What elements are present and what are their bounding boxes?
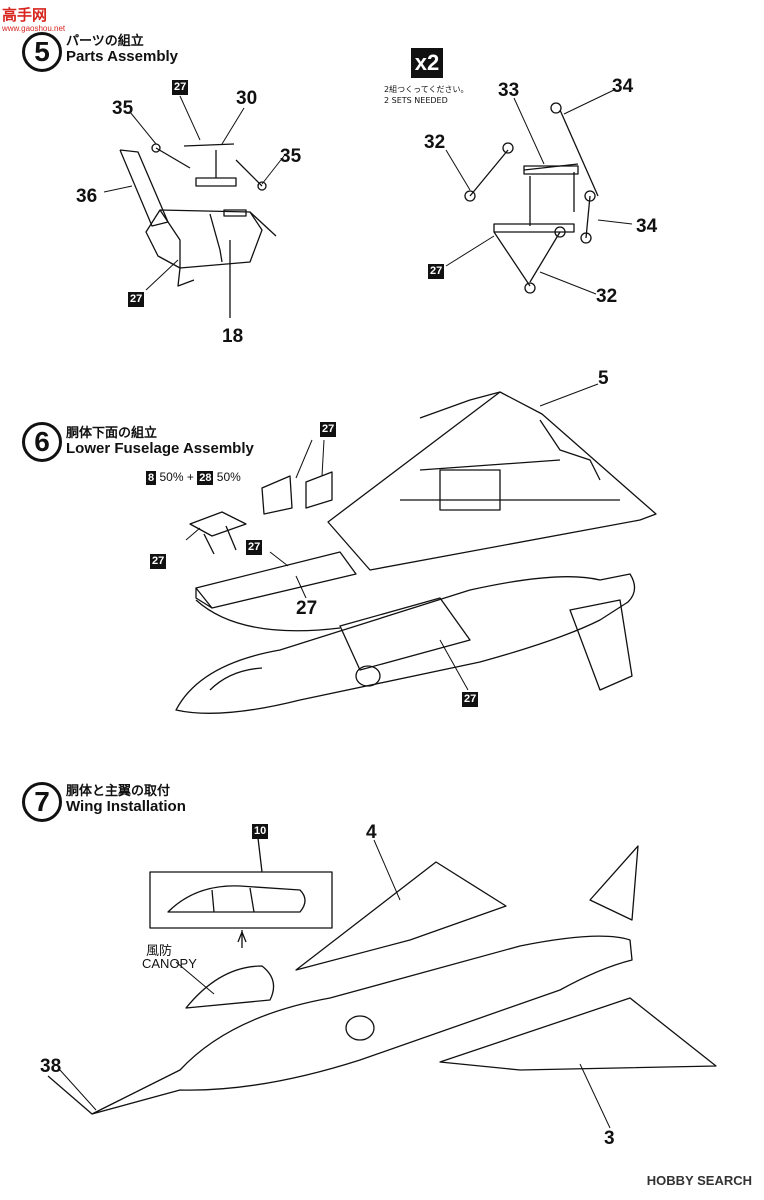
step6-wing xyxy=(327,391,657,571)
part-badge-27-g: 27 xyxy=(462,692,479,707)
color-badge-8: 8 xyxy=(146,471,157,485)
step6-title-jp: 胴体下面の組立 xyxy=(66,426,158,441)
callout-35-b: 35 xyxy=(280,146,302,167)
part-badge-27-b: 27 xyxy=(128,292,145,307)
step5-number: 5 xyxy=(22,32,62,72)
step5-title-jp: パーツの組立 xyxy=(66,34,144,49)
callout-34-b: 34 xyxy=(636,216,658,237)
canopy-label-jp: 風防 xyxy=(146,944,173,959)
color-pct-a: 50% xyxy=(159,470,184,484)
step5b-leader-lines xyxy=(445,89,633,295)
step7-title-jp: 胴体と主翼の取付 xyxy=(66,784,171,799)
part-badge-27-d: 27 xyxy=(320,422,337,437)
callout-34-a: 34 xyxy=(612,76,634,97)
watermark-url: www.gaoshou.net xyxy=(2,24,66,33)
part-badge-27-e: 27 xyxy=(246,540,263,555)
step5-seat-assembly xyxy=(119,143,277,318)
step7-aircraft xyxy=(47,845,717,1115)
step5-title-en: Parts Assembly xyxy=(66,48,179,65)
step5-strut-frame xyxy=(464,102,599,294)
callout-36: 36 xyxy=(76,186,98,207)
part-badge-10: 10 xyxy=(252,824,269,839)
step5-leader-lines xyxy=(103,95,285,291)
callout-5: 5 xyxy=(598,368,609,389)
footer-brand: HOBBY SEARCH xyxy=(646,1173,752,1188)
callout-32-b: 32 xyxy=(596,286,618,307)
callout-32-a: 32 xyxy=(424,132,446,153)
watermark-logo: 高手网 www.gaoshou.net xyxy=(2,4,70,33)
color-badge-28: 28 xyxy=(197,471,214,485)
watermark-site: 高手网 xyxy=(2,6,48,24)
callout-38: 38 xyxy=(40,1056,62,1077)
step6-leader-lines xyxy=(185,383,599,691)
multiplier-note-en: 2 SETS NEEDED xyxy=(384,96,448,105)
part-badge-27: 27 xyxy=(172,80,189,95)
part-badge-27-c: 27 xyxy=(428,264,445,279)
callout-3: 3 xyxy=(604,1128,615,1149)
step6-lower-panel xyxy=(189,471,357,632)
callout-27-lower: 27 xyxy=(296,598,318,619)
callout-4: 4 xyxy=(366,822,377,843)
step7-canopy-inset xyxy=(149,837,333,948)
step7-number: 7 xyxy=(22,782,62,822)
callout-33: 33 xyxy=(498,80,520,101)
step6-title-en: Lower Fuselage Assembly xyxy=(66,440,254,457)
callout-35-a: 35 xyxy=(112,98,134,119)
multiplier-badge: x2 xyxy=(411,48,443,78)
callout-30: 30 xyxy=(236,88,258,109)
multiplier-note-jp: 2組つくってください。 xyxy=(384,85,469,94)
canopy-label-en: CANOPY xyxy=(142,956,197,971)
step7-title-en: Wing Installation xyxy=(66,798,186,815)
step6-number: 6 xyxy=(22,422,62,462)
color-mix-note: 8 50% + 28 50% xyxy=(146,470,241,485)
step7-leader-lines xyxy=(59,839,611,1129)
part-badge-27-f: 27 xyxy=(150,554,167,569)
callout-18: 18 xyxy=(222,326,244,347)
step6-fuselage xyxy=(175,573,636,714)
color-pct-b: 50% xyxy=(216,470,241,484)
color-plus: + xyxy=(186,470,194,484)
footer-logo: HOBBY SEARCH xyxy=(647,1173,752,1188)
